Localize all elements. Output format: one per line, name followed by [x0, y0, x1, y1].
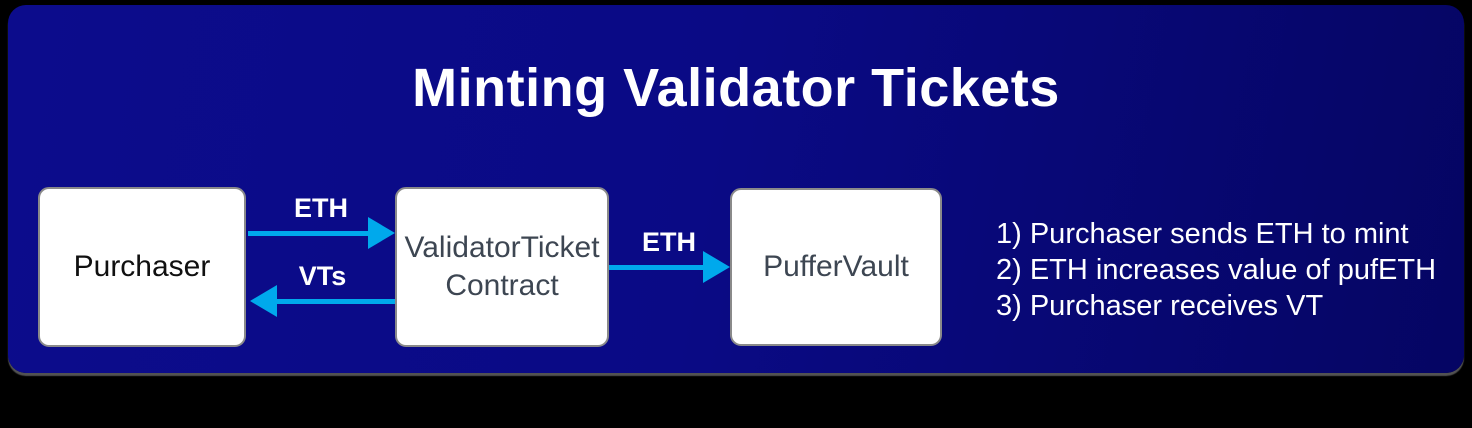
- step-item-2: 2) ETH increases value of pufETH: [996, 254, 1437, 286]
- node-purchaser-label: Purchaser: [73, 250, 211, 283]
- diagram-panel: Minting Validator Tickets Purchaser Vali…: [8, 5, 1464, 373]
- eth-to-vault-arrow-line: [609, 265, 705, 270]
- diagram-title: Minting Validator Tickets: [412, 58, 1060, 118]
- node-puffer-vault: PufferVault: [730, 188, 942, 346]
- arrow-right-icon: [703, 251, 730, 283]
- arrow-left-icon: [250, 285, 277, 317]
- edge-eth-to-contract-label: ETH: [294, 193, 348, 223]
- node-validator-ticket-contract-label: ValidatorTicket Contract: [404, 231, 600, 302]
- eth-to-contract-arrow-line: [248, 231, 370, 236]
- node-purchaser: Purchaser: [38, 187, 246, 347]
- node-puffer-vault-label: PufferVault: [763, 250, 909, 283]
- step-item-3: 3) Purchaser receives VT: [996, 290, 1324, 322]
- node-validator-ticket-contract: ValidatorTicket Contract: [395, 187, 609, 347]
- steps-list: 1) Purchaser sends ETH to mint 2) ETH in…: [996, 216, 1436, 324]
- step-item-1: 1) Purchaser sends ETH to mint: [996, 218, 1409, 250]
- vts-to-purchaser-arrow-line: [276, 299, 395, 304]
- edge-vts-to-purchaser-label: VTs: [298, 261, 347, 291]
- arrow-right-icon: [368, 217, 395, 249]
- edge-eth-to-vault-label: ETH: [642, 227, 696, 257]
